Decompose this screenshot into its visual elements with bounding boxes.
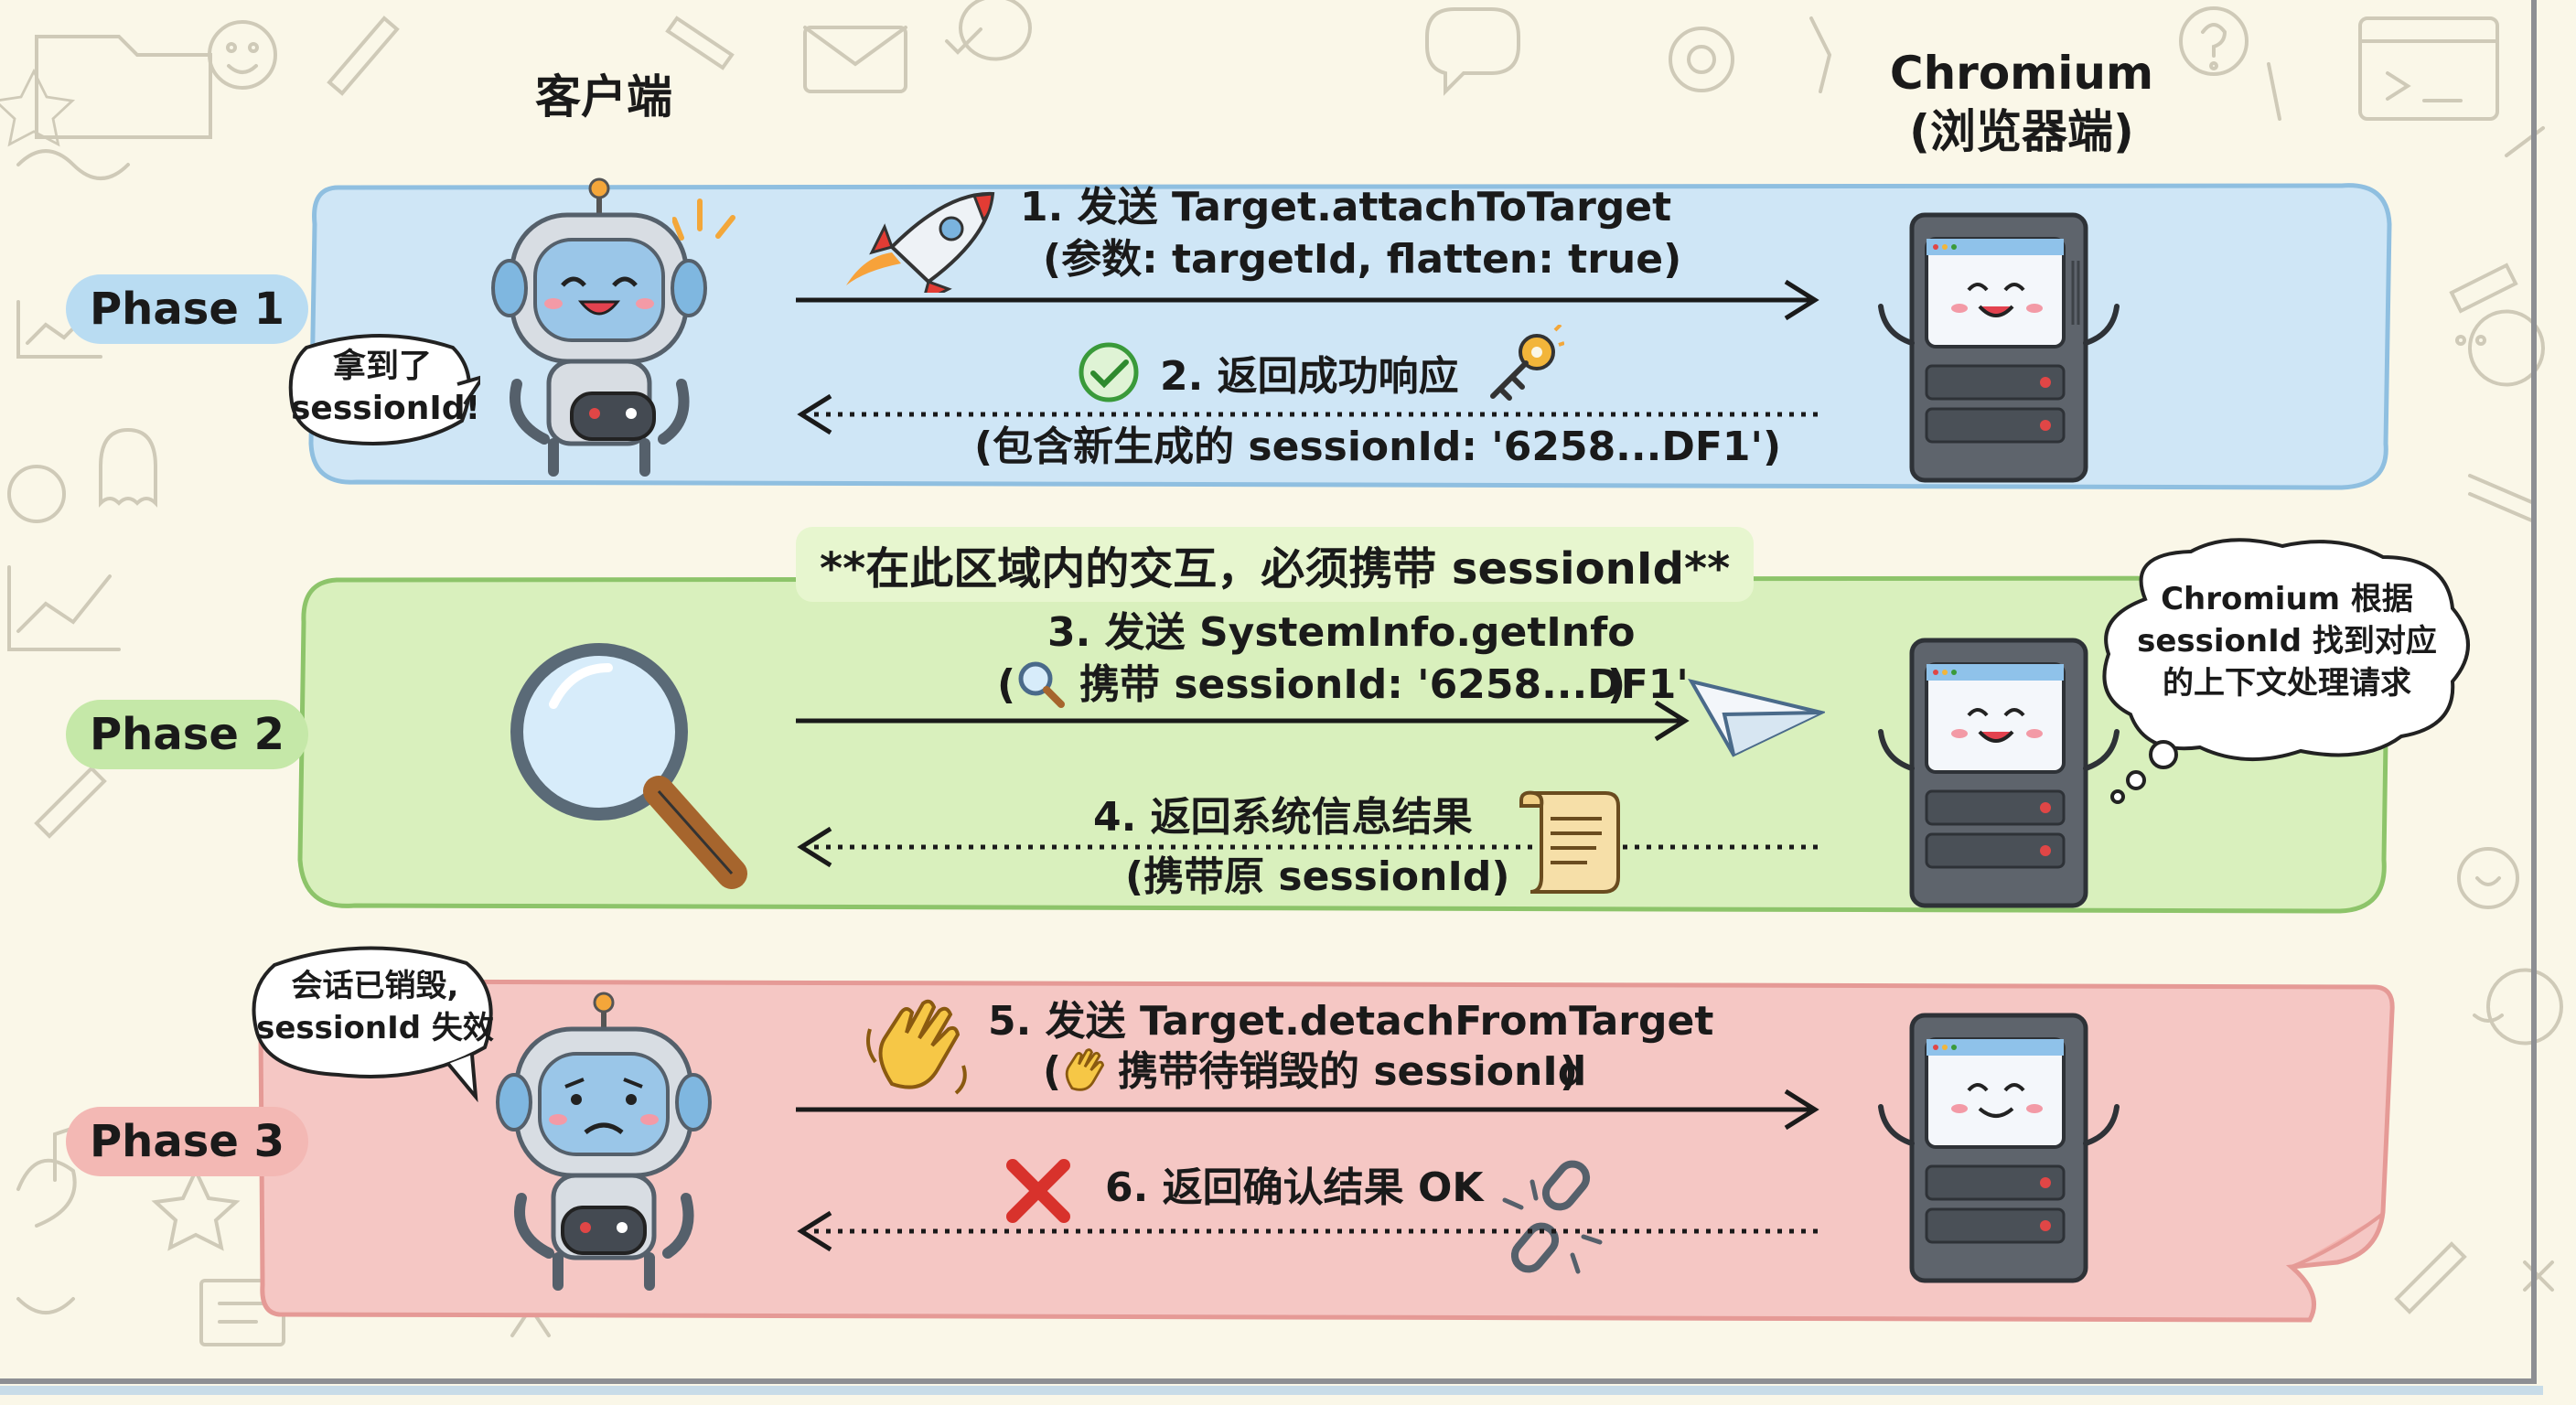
msg5-line2: 携带待销毁的 sessionId (1118, 1048, 1587, 1095)
thought-bubble-chromium (2102, 538, 2470, 804)
server-chromium-icon (1878, 212, 2120, 483)
client-column-header: 客户端 (535, 70, 672, 123)
key-icon (1490, 325, 1564, 401)
arrow-request-attach (796, 279, 1819, 321)
msg3-line2: 携带 sessionId: '6258...DF1' (1079, 661, 1689, 708)
server-chromium-icon (1878, 1013, 2120, 1283)
broken-chain-icon (1502, 1160, 1603, 1274)
server-column-header: Chromium (浏览器端) (1889, 47, 2154, 158)
msg5-open-paren: ( (1043, 1048, 1062, 1095)
robot-client-sad-icon (496, 992, 712, 1291)
phase3-label: Phase 3 (66, 1107, 308, 1176)
msg4-line2: (携带原 sessionId) (1125, 853, 1510, 900)
msg4-line1: 4. 返回系统信息结果 (1093, 794, 1473, 841)
speech-bubble-got-session (288, 334, 480, 445)
sparkle-icon (672, 198, 735, 241)
paper-plane-icon (1688, 678, 1825, 757)
cross-icon (1006, 1159, 1070, 1223)
arrow-response-sysinfo (797, 826, 1820, 868)
server-chromium-icon (1878, 638, 2120, 908)
msg2-line2: (包含新生成的 sessionId: '6258...DF1') (974, 424, 1782, 470)
destroyed-text: 会话已销毁, sessionId 失效 (256, 968, 494, 1046)
magnifier-icon (510, 643, 747, 889)
waving-hand-icon (866, 999, 967, 1095)
msg5-line1: 5. 发送 Target.detachFromTarget (988, 998, 1714, 1045)
arrow-response-ok (797, 1210, 1820, 1252)
scroll-document-icon (1519, 790, 1620, 894)
msg1-line1: 1. 发送 Target.attachToTarget (1020, 184, 1672, 231)
msg3-open-paren: ( (997, 661, 1016, 708)
msg3-close-paren: ) (1607, 661, 1626, 708)
chromium-think-text: Chromium 根据 sessionId 找到对应 的上下文处理请求 (2137, 581, 2437, 702)
session-scope-banner: **在此区域内的交互，必须携带 sessionId** (796, 527, 1755, 602)
magnifier-icon (1018, 661, 1065, 708)
msg6-line1: 6. 返回确认结果 OK (1105, 1164, 1484, 1211)
check-icon (1079, 342, 1139, 402)
arrow-request-detach (796, 1089, 1819, 1131)
phase1-label: Phase 1 (66, 274, 308, 344)
robot-client-happy-icon (491, 177, 707, 477)
msg3-line1: 3. 发送 SystemInfo.getInfo (1047, 609, 1636, 656)
phase2-label: Phase 2 (66, 700, 308, 769)
msg2-line1: 2. 返回成功响应 (1160, 353, 1459, 400)
rocket-icon (846, 191, 995, 293)
phase1-band (302, 169, 2397, 499)
msg5-close-paren: ) (1560, 1048, 1579, 1095)
phase3-band (242, 974, 2397, 1326)
arrow-request-getinfo (796, 700, 1690, 742)
speech-bubble-destroyed (252, 946, 493, 1102)
msg1-line2: (参数: targetId, flatten: true) (1043, 236, 1682, 283)
got-session-text: 拿到了 sessionId! (291, 348, 480, 427)
arrow-response-success (797, 393, 1820, 435)
waving-hand-icon (1065, 1048, 1105, 1091)
